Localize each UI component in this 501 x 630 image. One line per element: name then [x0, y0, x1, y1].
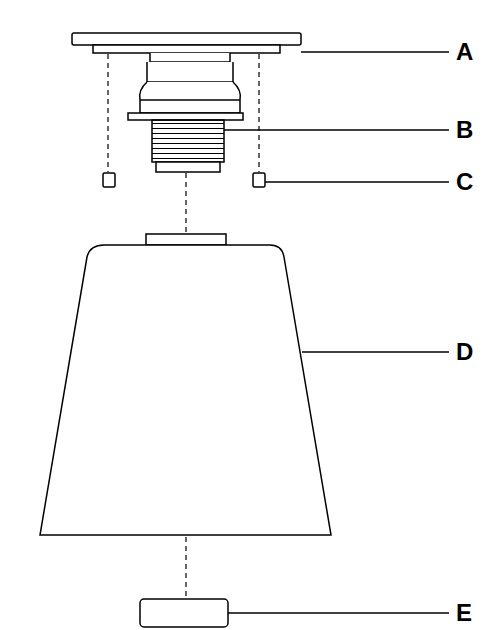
ceiling-plate [72, 33, 301, 45]
callout-letter: A [456, 40, 473, 64]
callout-letter: B [456, 118, 473, 142]
thread-end [156, 162, 220, 172]
end-cap [140, 599, 228, 627]
socket-body [140, 82, 241, 113]
socket-seam [140, 99, 240, 101]
callout-letter: E [456, 601, 472, 625]
socket-flange [128, 113, 243, 120]
screw [253, 173, 265, 187]
screw [103, 173, 115, 187]
shade-collar [146, 234, 226, 245]
lamp-shade [40, 245, 331, 535]
screw-thread [152, 120, 224, 162]
callout-letter: C [456, 170, 473, 194]
socket-collar [147, 62, 233, 82]
socket-neck [150, 53, 230, 62]
plate-base [93, 45, 280, 53]
leader-lines [224, 52, 449, 613]
callout-letter: D [456, 340, 473, 364]
